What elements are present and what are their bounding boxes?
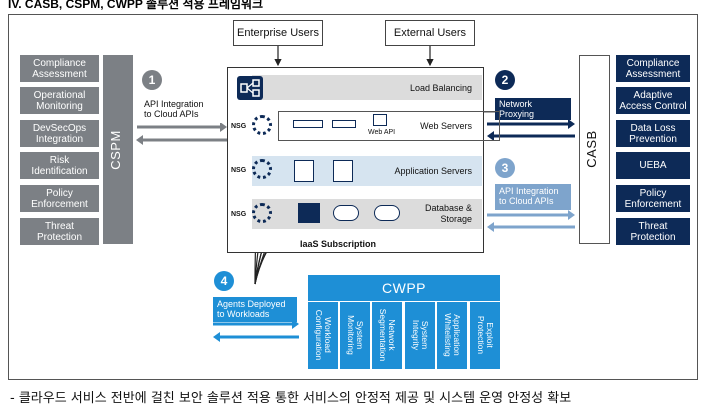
web-api-label: Web API (368, 129, 396, 136)
app-server-icon (294, 160, 314, 182)
cwpp-header: CWPP (308, 275, 500, 301)
nsg-gear-icon (252, 115, 272, 135)
cspm-label: CSPM (108, 130, 123, 170)
cspm-column (103, 55, 133, 244)
step-4-badge: 4 (214, 271, 234, 291)
external-users-box: External Users (385, 20, 475, 46)
cwpp-item-col (308, 302, 338, 369)
web-api-box (278, 111, 500, 141)
tier-web-servers-label: Web Servers (420, 120, 472, 131)
cwpp-workload-configuration: Workload Configuration (314, 309, 334, 361)
tier-database-storage-label: Database & Storage (424, 203, 472, 224)
tier-application-servers-label: Application Servers (394, 166, 472, 176)
cspm-devsecops-integration: DevSecOps Integration (20, 120, 99, 147)
cwpp-application-whitelisting: Application Whitelisting (443, 313, 463, 357)
tier-load-balancing-label: Load Balancing (409, 82, 472, 93)
casb-compliance-assessment: Compliance Assessment (616, 55, 690, 82)
cspm-threat-protection: Threat Protection (20, 218, 99, 245)
step-1-label: API Integration to Cloud APIs (140, 97, 226, 123)
cwpp-system-monitoring: System Monitoring (346, 315, 366, 355)
cspm-risk-identification: Risk Identification (20, 152, 99, 179)
cloud-storage-icon (374, 205, 400, 221)
cspm-compliance-assessment: Compliance Assessment (20, 55, 99, 82)
page-title: IV. CASB, CSPM, CWPP 솔루션 적용 프레임워크 (8, 0, 264, 11)
load-balancer-icon (237, 76, 263, 100)
cloud-storage-icon (333, 205, 359, 221)
step-3-badge: 3 (495, 158, 515, 178)
casb-data-loss-prevention: Data Loss Prevention (616, 120, 690, 147)
casb-adaptive-access-control: Adaptive Access Control (616, 87, 690, 114)
step-1-badge: 1 (142, 70, 162, 90)
nsg-label-db: NSG (231, 211, 247, 218)
casb-threat-protection: Threat Protection (616, 218, 690, 245)
cwpp-item-col (470, 302, 500, 369)
web-server-icon (332, 120, 356, 128)
cwpp-item-col (340, 302, 370, 369)
step-3-label: API Integration to Cloud APIs (495, 184, 571, 210)
casb-ueba: UEBA (616, 152, 690, 179)
casb-policy-enforcement: Policy Enforcement (616, 185, 690, 212)
iaas-title: IaaS Subscription (300, 239, 377, 249)
app-server-icon (333, 160, 353, 182)
nsg-gear-icon (252, 159, 272, 179)
cwpp-item-col (372, 302, 402, 369)
nsg-label-app: NSG (231, 167, 247, 174)
tier-web-servers: Web Servers (252, 113, 482, 138)
casb-column (579, 55, 610, 244)
web-server-icon (293, 120, 323, 128)
web-api-monitor-icon (373, 114, 387, 126)
casb-label: CASB (584, 130, 599, 168)
step-2-badge: 2 (495, 70, 515, 90)
cwpp-network-segmentation: Network Segmentation (378, 308, 398, 362)
tier-application-servers: Application Servers (252, 156, 482, 186)
cspm-policy-enforcement: Policy Enforcement (20, 185, 99, 212)
enterprise-users-box: Enterprise Users (233, 20, 323, 46)
cspm-operational-monitoring: Operational Monitoring (20, 87, 99, 114)
cwpp-exploit-protection: Exploit Protection (476, 315, 496, 355)
caption: - 클라우드 서비스 전반에 걸친 보안 솔루션 적용 통한 서비스의 안정적 … (10, 391, 572, 406)
tier-load-balancing: Load Balancing (252, 75, 482, 100)
step-4-label: Agents Deployed to Workloads (213, 297, 297, 322)
database-icon (298, 203, 320, 223)
diagram-frame (8, 14, 698, 380)
step-2-label: Network Proxying (495, 98, 571, 120)
cwpp-item-col (405, 302, 435, 369)
cwpp-system-integrity: System Integrity (411, 319, 431, 351)
nsg-label-web: NSG (231, 123, 247, 130)
nsg-gear-icon (252, 203, 272, 223)
tier-database-storage: Database & Storage (252, 199, 482, 229)
cwpp-item-col (437, 302, 467, 369)
